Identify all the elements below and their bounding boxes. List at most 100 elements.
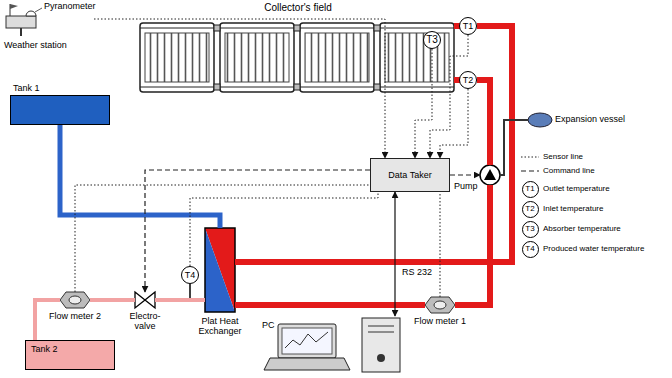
expansion-vessel-symbol bbox=[528, 113, 552, 127]
solar-collector bbox=[225, 33, 289, 82]
node-label: Weather station bbox=[4, 40, 67, 50]
weather-station-icon bbox=[6, 4, 42, 36]
solar-collector bbox=[380, 28, 454, 29]
weather-station-icon bbox=[26, 11, 36, 16]
legend-sample: T1 bbox=[520, 180, 540, 198]
legend-text: Outlet temperature bbox=[543, 184, 610, 193]
legend-text: Absorber temperature bbox=[543, 224, 621, 233]
legend-text: Produced water temperature bbox=[543, 244, 644, 253]
sensor-line bbox=[190, 192, 378, 266]
serial-cable bbox=[394, 192, 395, 316]
solar-collector bbox=[145, 33, 209, 82]
node-label: Tank 1 bbox=[13, 83, 40, 93]
legend-row: T1 Outlet temperature bbox=[520, 180, 610, 198]
solar-collector bbox=[300, 23, 374, 92]
solar-collector bbox=[300, 87, 374, 88]
legend-row: T2Inlet temperature bbox=[520, 200, 603, 218]
node-label: T4 bbox=[185, 270, 196, 280]
pipe bbox=[60, 125, 220, 228]
flow-meter-symbol bbox=[60, 292, 455, 313]
computer-symbol bbox=[282, 328, 332, 354]
solar-collector bbox=[214, 84, 220, 90]
pipe bbox=[155, 298, 205, 302]
pipe-stub bbox=[454, 26, 460, 80]
solar-collector bbox=[300, 28, 374, 29]
solar-collector bbox=[374, 84, 380, 90]
electro-valve: Electro-valve bbox=[135, 292, 155, 308]
collector-field: Collector's fieldT3 bbox=[140, 2, 456, 94]
valve-symbol bbox=[135, 292, 155, 308]
weather-station: Weather station bbox=[4, 4, 94, 60]
computer-symbol bbox=[278, 324, 336, 358]
computer-symbol bbox=[362, 318, 400, 372]
pump-symbol bbox=[484, 169, 496, 180]
solar-collector bbox=[220, 87, 294, 88]
sensor-circle: T1 bbox=[522, 181, 539, 198]
legend-line-sample bbox=[520, 162, 540, 180]
node-label: T1 bbox=[463, 21, 474, 31]
weather-station-icon bbox=[10, 4, 18, 9]
solar-collector bbox=[220, 28, 294, 29]
sensor-circle: T2 bbox=[522, 201, 539, 218]
node-label: T3 bbox=[426, 34, 438, 46]
solar-collector bbox=[380, 23, 454, 92]
node-label: Collector's field bbox=[264, 2, 332, 14]
sensor-stub bbox=[189, 284, 191, 300]
pump-symbol bbox=[480, 165, 500, 185]
plate-heat-exchanger bbox=[205, 228, 235, 312]
temperature-sensor: T1 bbox=[459, 17, 477, 35]
flow-meter: Flow meter 2 bbox=[60, 292, 90, 308]
node-label: Flow meter 1 bbox=[405, 316, 475, 326]
command-line bbox=[450, 174, 480, 175]
computer-symbol bbox=[368, 332, 394, 333]
pipe bbox=[477, 80, 490, 165]
flow-meter-symbol bbox=[425, 297, 455, 313]
sensor-line bbox=[430, 35, 468, 158]
solar-collector bbox=[140, 28, 214, 29]
computer: PC bbox=[258, 316, 402, 376]
temperature-sensor: T3 bbox=[423, 31, 441, 49]
pipe bbox=[500, 120, 528, 175]
legend-row: Sensor line bbox=[520, 148, 583, 166]
weather-station-icon bbox=[20, 28, 22, 36]
legend-sample: T2 bbox=[520, 200, 540, 218]
legend-sample: T3 bbox=[520, 220, 540, 238]
flow-meter-symbol bbox=[69, 296, 81, 304]
legend-text: Sensor line bbox=[543, 152, 583, 161]
node-label: Flow meter 2 bbox=[40, 311, 110, 321]
solar-collector bbox=[294, 25, 300, 31]
solar-collector bbox=[220, 23, 294, 92]
legend-line-sample bbox=[521, 157, 539, 158]
node-label: Plat Heat Exchanger bbox=[189, 316, 251, 337]
solar-collector bbox=[380, 87, 454, 88]
expansion-vessel: Expansion vessel bbox=[528, 113, 552, 127]
legend-sample: T4 bbox=[520, 240, 540, 258]
sensor-tag: T3 bbox=[525, 224, 534, 233]
pipe bbox=[235, 302, 425, 308]
data-logger-box: Data Taker bbox=[370, 158, 450, 192]
computer-symbol bbox=[285, 332, 328, 348]
weather-station-icon bbox=[35, 8, 42, 12]
legend-row: T4Produced water temperature bbox=[520, 240, 644, 258]
sensor-line bbox=[75, 185, 370, 292]
sensor-stub bbox=[190, 284, 191, 300]
pipe bbox=[455, 185, 490, 305]
solar-collector bbox=[294, 84, 300, 90]
pump-symbol bbox=[480, 165, 500, 185]
node-label: PC bbox=[262, 320, 275, 330]
legend-text: Command line bbox=[543, 166, 595, 175]
cold-water-tank: Tank 1 bbox=[10, 95, 110, 125]
pipe bbox=[235, 26, 512, 262]
sensor-tag: T1 bbox=[525, 184, 534, 193]
computer-symbol bbox=[368, 326, 394, 327]
legend: Sensor lineCommand lineT1 Outlet temperat… bbox=[520, 148, 670, 258]
sensor-line bbox=[415, 49, 432, 158]
flow-meter-symbol bbox=[60, 292, 90, 308]
computer-symbol bbox=[264, 358, 350, 370]
node-label: T2 bbox=[463, 75, 474, 85]
pipe bbox=[90, 298, 135, 302]
legend-sample bbox=[520, 162, 540, 180]
legend-line-sample bbox=[521, 170, 539, 171]
edge-label: RS 232 bbox=[400, 267, 434, 277]
